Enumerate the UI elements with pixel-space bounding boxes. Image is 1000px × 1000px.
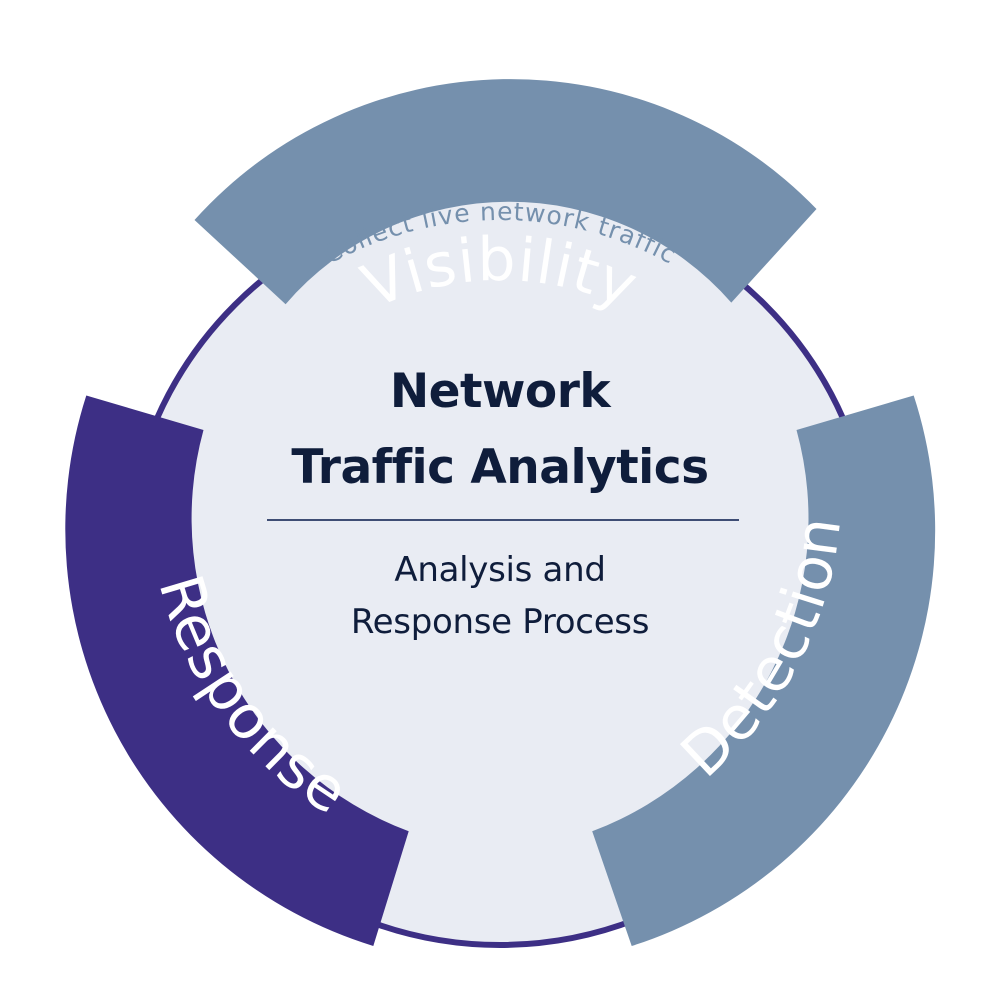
subtitle-line-2: Response Process	[350, 602, 650, 642]
title-line-1: Network	[389, 364, 611, 419]
segment-response	[65, 395, 409, 946]
segment-detection	[592, 395, 936, 946]
title-line-2: Traffic Analytics	[291, 440, 709, 495]
subtitle-line-1: Analysis and	[394, 550, 606, 590]
segment-visibility	[194, 79, 817, 305]
title-divider	[267, 519, 739, 521]
